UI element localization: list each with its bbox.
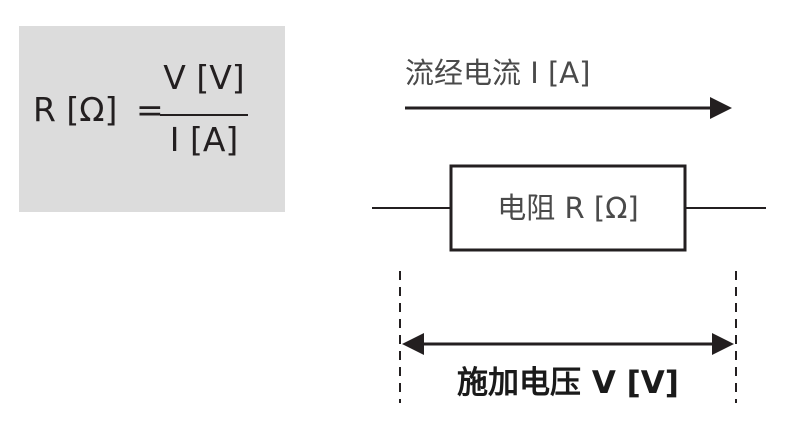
current-arrowhead — [710, 97, 732, 119]
fraction-bar — [160, 114, 248, 116]
voltage-arrowhead-left — [402, 333, 424, 355]
voltage-arrowhead-right — [712, 333, 734, 355]
formula-numerator-voltage: V [V] — [163, 58, 245, 97]
voltage-label: 施加电压 V [V] — [457, 365, 679, 401]
formula-panel — [19, 26, 285, 212]
formula-equals-sign: = — [136, 90, 164, 129]
resistor-label: 电阻 R [Ω] — [497, 191, 639, 225]
formula-denominator-current: I [A] — [169, 120, 239, 159]
current-label: 流经电流 I [A] — [405, 56, 591, 90]
formula-resistance: R [Ω] — [33, 90, 118, 129]
